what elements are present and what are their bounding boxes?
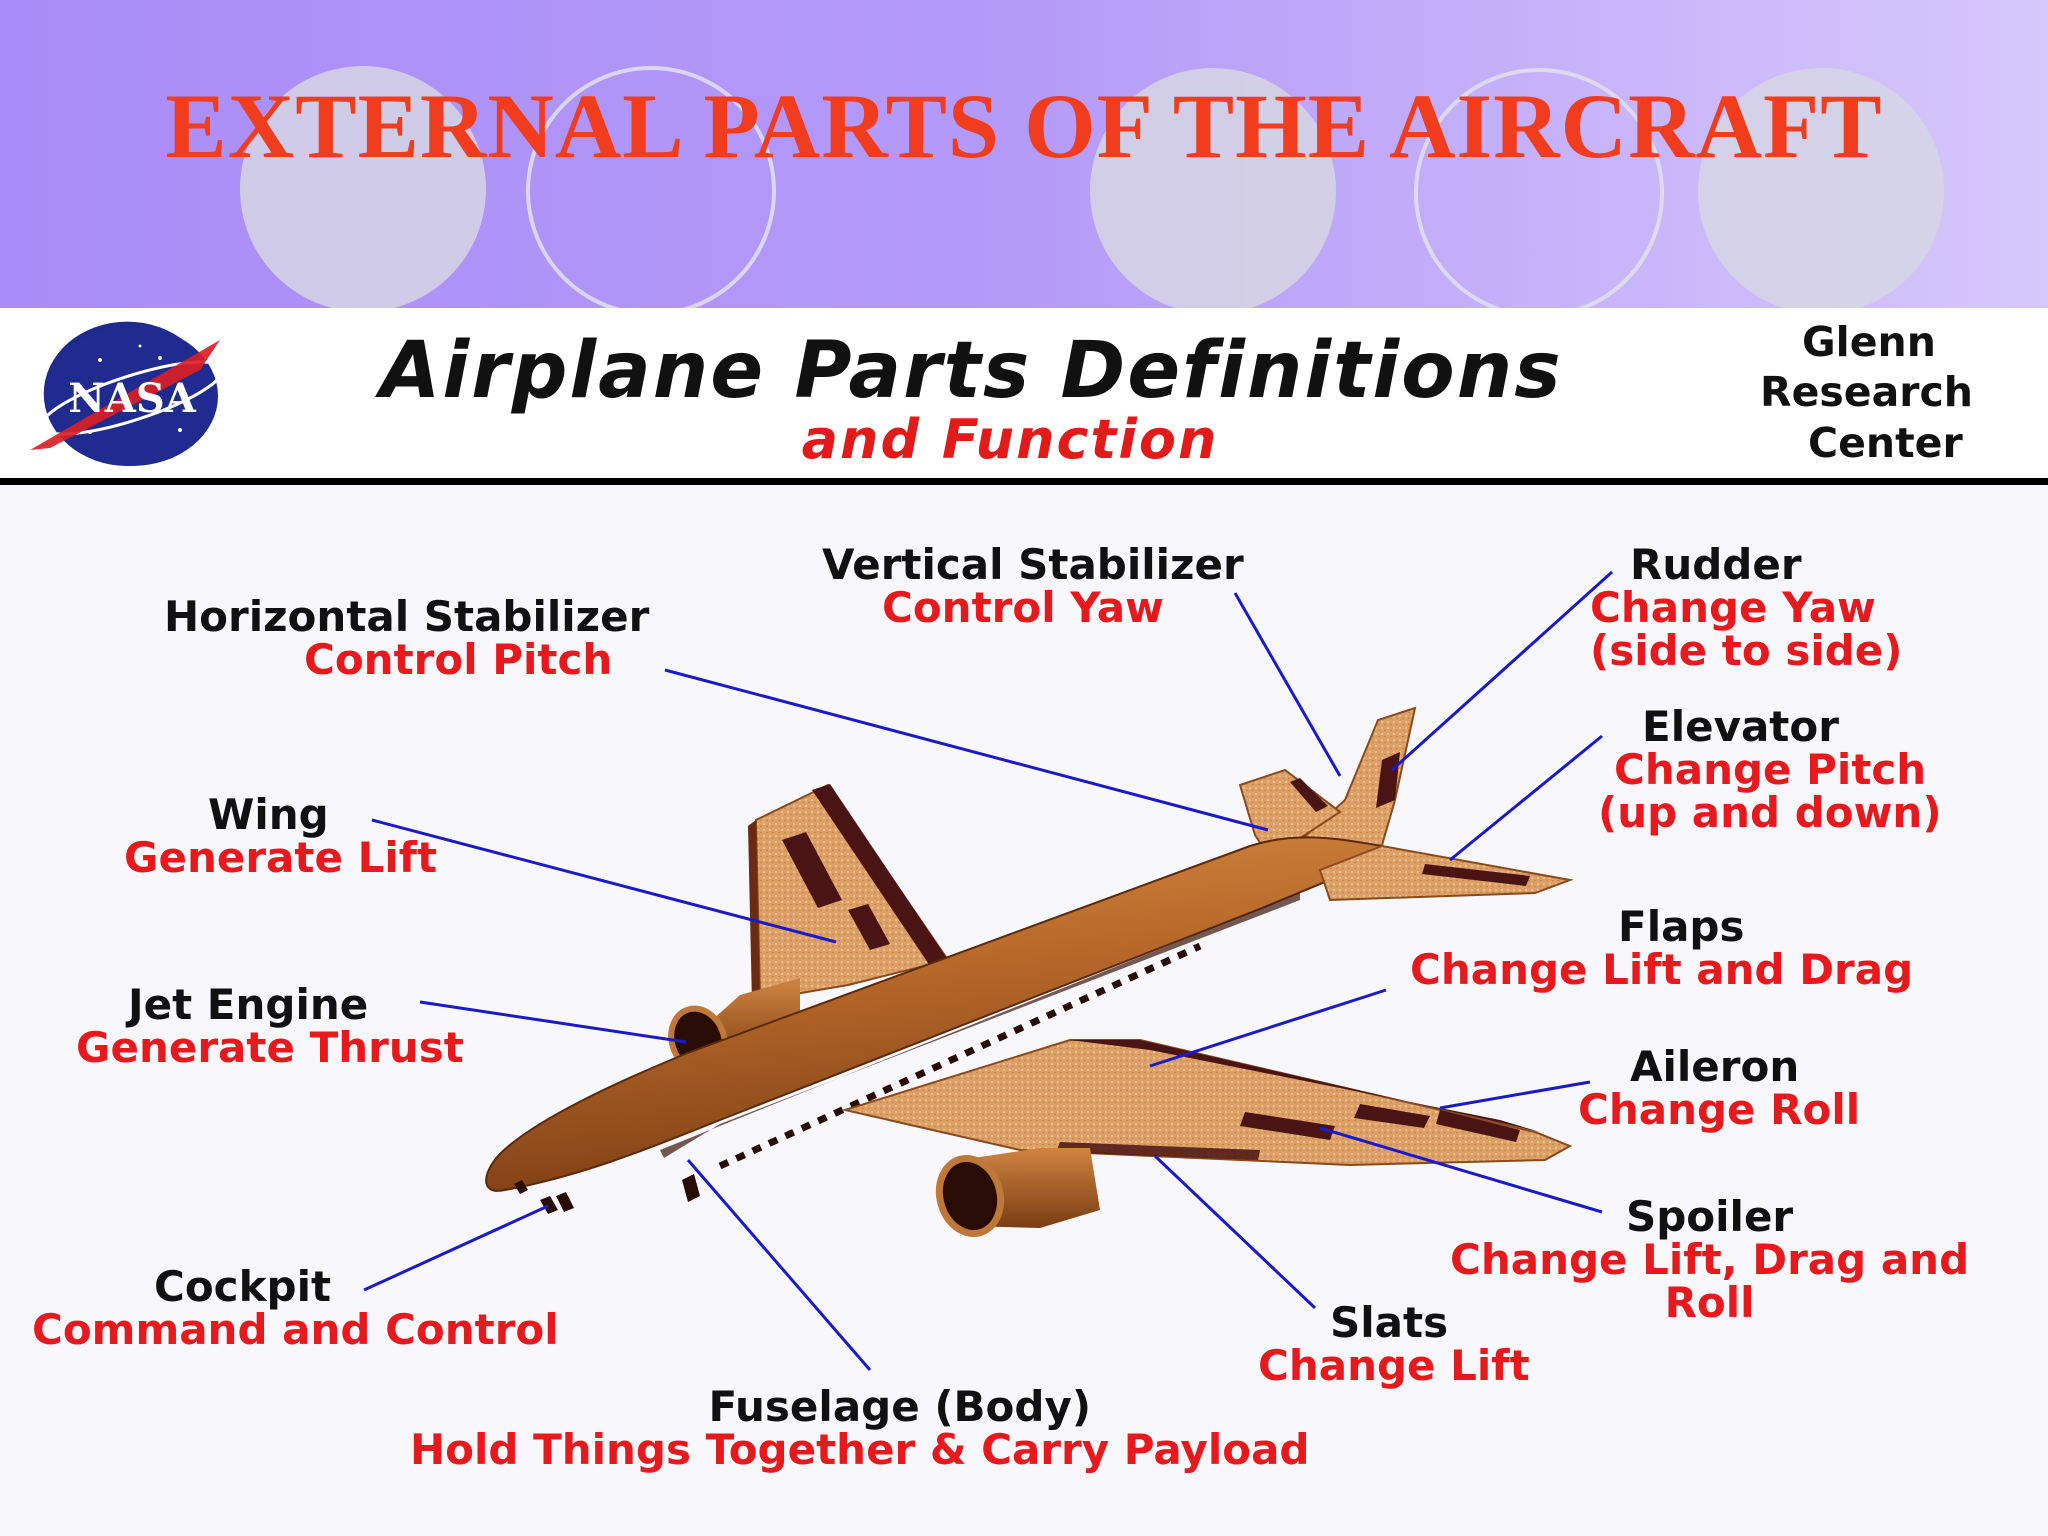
- research-center-line: Research: [1760, 368, 1973, 416]
- left-wing-spoiler: [848, 904, 890, 950]
- nasa-logo: NASA: [30, 321, 225, 466]
- banner-divider: [0, 478, 2048, 485]
- part-function: Command and Control: [32, 1304, 559, 1354]
- research-center-line: Center: [1808, 419, 1963, 467]
- part-name: Jet Engine: [128, 980, 369, 1029]
- part-function: Control Pitch: [304, 634, 613, 684]
- flap-surface: [1056, 1142, 1260, 1160]
- spoiler-surface: [1354, 1104, 1430, 1128]
- elevator-left-surface: [1290, 778, 1328, 812]
- nasa-logo-text: NASA: [68, 375, 196, 422]
- leader-line-aileron: [1439, 1080, 1591, 1110]
- decor-ring: [1414, 68, 1664, 308]
- leader-line-wing: [371, 818, 837, 944]
- part-name: Spoiler: [1625, 1192, 1794, 1241]
- part-function: Change Lift, Drag and: [1450, 1234, 1970, 1284]
- part-name: Fuselage (Body): [708, 1382, 1092, 1431]
- part-name: Aileron: [1630, 1042, 1800, 1091]
- part-function: Change Yaw: [1590, 582, 1876, 632]
- label-flaps: Flaps Change Lift and Drag: [1410, 902, 1914, 994]
- leader-line-vertical-stabilizer: [1233, 592, 1342, 777]
- part-function: Change Pitch: [1614, 744, 1927, 794]
- leader-line-slats: [1153, 1154, 1317, 1310]
- part-name: Slats: [1330, 1298, 1449, 1347]
- banner: NASA Airplane Parts Definitions and Func…: [0, 308, 2048, 480]
- left-wing-leading-edge: [748, 820, 760, 1004]
- cockpit-window: [514, 1180, 528, 1194]
- label-fuselage: Fuselage (Body) Hold Things Together & C…: [410, 1382, 1310, 1474]
- fuselage: [485, 836, 1404, 1192]
- slide-header: EXTERNAL PARTS OF THE AIRCRAFT: [0, 0, 2048, 308]
- part-function-detail: (up and down): [1598, 787, 1942, 837]
- leader-line-flaps: [1149, 988, 1387, 1068]
- part-name: Elevator: [1642, 702, 1839, 751]
- leader-line-rudder: [1390, 570, 1614, 772]
- label-spoiler: Spoiler Change Lift, Drag and Roll: [1450, 1192, 1970, 1327]
- leader-line-cockpit: [363, 1204, 549, 1292]
- part-name: Cockpit: [154, 1262, 332, 1311]
- part-function: Change Lift: [1258, 1340, 1530, 1390]
- elevator-right-surface: [1422, 864, 1530, 886]
- part-name: Flaps: [1618, 902, 1745, 951]
- diagram-panel: NASA Airplane Parts Definitions and Func…: [0, 308, 2048, 1536]
- cockpit-window: [556, 1192, 574, 1212]
- aileron-surface: [1436, 1110, 1520, 1142]
- part-name: Vertical Stabilizer: [822, 540, 1244, 589]
- part-function: Change Roll: [1578, 1084, 1861, 1134]
- label-jet-engine: Jet Engine Generate Thrust: [76, 980, 464, 1072]
- part-function: Generate Thrust: [76, 1022, 464, 1072]
- leader-line-spoiler: [1319, 1126, 1603, 1214]
- decor-circle: [1090, 68, 1336, 308]
- research-center-line: Glenn: [1802, 318, 1936, 366]
- label-rudder: Rudder Change Yaw (side to side): [1590, 540, 1903, 675]
- leader-line-fuselage: [686, 1159, 872, 1371]
- fuselage-door: [682, 1174, 700, 1202]
- part-function: Control Yaw: [882, 582, 1164, 632]
- part-function: Hold Things Together & Carry Payload: [410, 1424, 1310, 1474]
- part-function-detail: (side to side): [1590, 625, 1903, 675]
- label-horizontal-stabilizer: Horizontal Stabilizer Control Pitch: [164, 592, 650, 684]
- part-name: Wing: [208, 790, 329, 839]
- label-elevator: Elevator Change Pitch (up and down): [1598, 702, 1942, 837]
- label-aileron: Aileron Change Roll: [1578, 1042, 1861, 1134]
- leader-line-jet-engine: [419, 1000, 687, 1044]
- spoiler-surface: [1240, 1112, 1335, 1140]
- label-slats: Slats Change Lift: [1258, 1298, 1530, 1390]
- decor-circle: [1698, 68, 1944, 308]
- decor-ring: [526, 66, 776, 308]
- part-name: Rudder: [1630, 540, 1802, 589]
- slide-title: EXTERNAL PARTS OF THE AIRCRAFT: [165, 75, 1883, 177]
- rudder-surface: [1376, 752, 1400, 808]
- part-function: Generate Lift: [124, 832, 438, 882]
- label-wing: Wing Generate Lift: [124, 790, 438, 882]
- part-name: Horizontal Stabilizer: [164, 592, 650, 641]
- part-function: Change Lift and Drag: [1410, 944, 1914, 994]
- decor-circle: [240, 66, 486, 308]
- left-wing-spoiler: [782, 832, 842, 908]
- airplane-diagram: [363, 570, 1614, 1371]
- part-function-detail: Roll: [1664, 1277, 1755, 1327]
- left-wing-flap: [812, 784, 948, 966]
- cockpit-window: [540, 1196, 558, 1214]
- banner-subtitle: and Function: [801, 408, 1219, 471]
- fuselage-belly-shadow: [660, 892, 1300, 1158]
- label-vertical-stabilizer: Vertical Stabilizer Control Yaw: [822, 540, 1244, 632]
- right-engine-intake: [935, 1154, 1005, 1238]
- leader-line-elevator: [1449, 734, 1603, 862]
- label-cockpit: Cockpit Command and Control: [32, 1262, 559, 1354]
- passenger-windows: [718, 942, 1202, 1170]
- leader-line-horizontal-stabilizer: [664, 668, 1269, 832]
